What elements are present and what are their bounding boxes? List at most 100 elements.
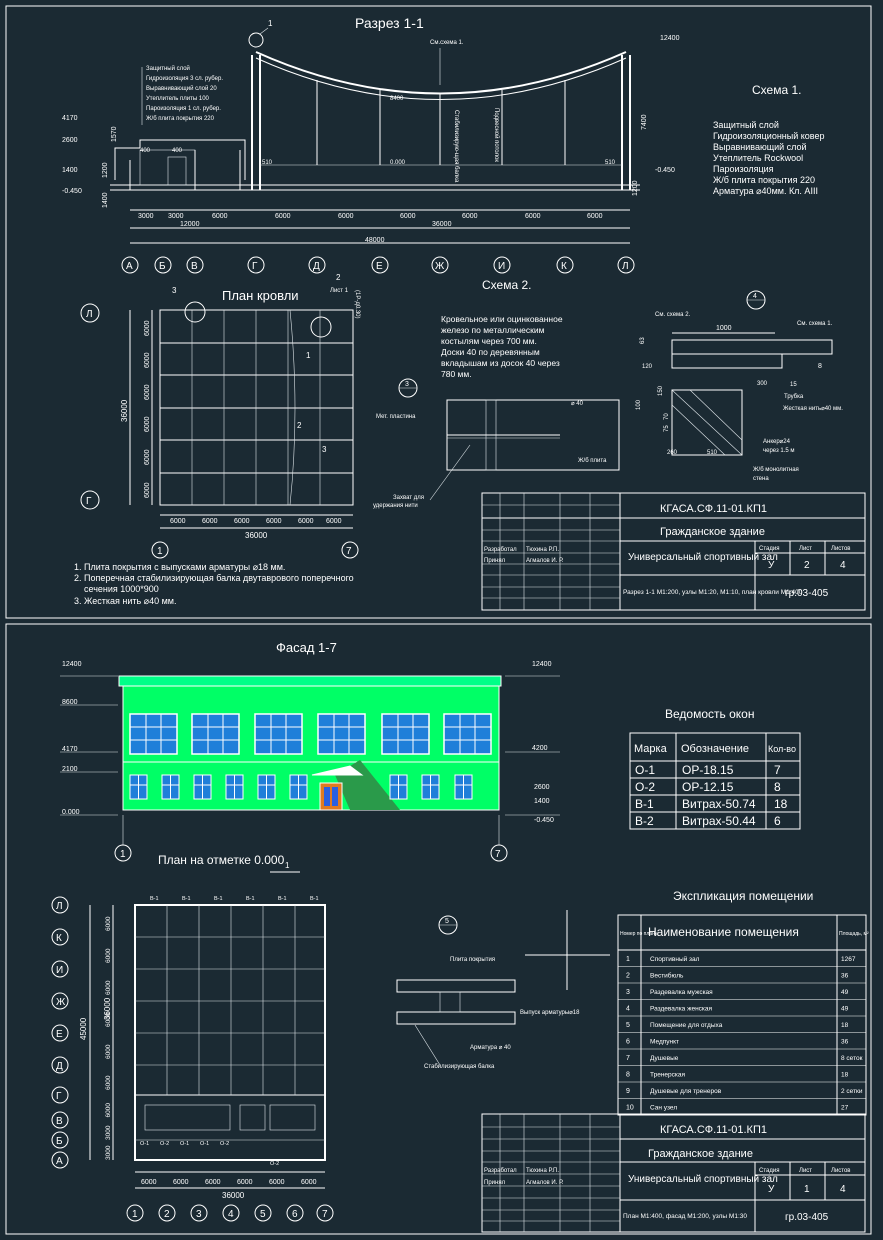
note-0: 1. Плита покрытия с выпусками арматуры ⌀… — [74, 562, 285, 572]
note-1: 2. Поперечная стабилизирующая балка двут… — [74, 573, 354, 583]
ceiling-label: Подвесной потолок — [493, 108, 500, 162]
stamp2-sheets-h: Листов — [831, 1168, 851, 1174]
stamp2-name-1: Агмалов И. Р. — [526, 1180, 564, 1186]
plan-drawing: 1 — [134, 861, 326, 1161]
plan-axis-bubble — [316, 1204, 334, 1222]
plan-axis-bottom-5: 6 — [292, 1209, 298, 1220]
windows-mark-2: В-1 — [635, 797, 654, 811]
node4-label-19: 8 — [818, 363, 822, 370]
node5-label-0: Плита покрытия — [450, 957, 495, 963]
explication-title: Экспликация помещении — [673, 889, 813, 903]
node3-label-d40: ⌀ 40 — [571, 401, 584, 407]
stamp1-content: Разрез 1-1 М1:200, узлы М1:20, М1:10, пл… — [623, 589, 803, 596]
facade-elev-1: 8600 — [62, 699, 78, 706]
scheme2-line-5: 780 мм. — [441, 369, 472, 379]
facade-window-lower — [289, 774, 308, 800]
plan-span-h-0: 6000 — [141, 1179, 157, 1186]
elev-12400: 12400 — [660, 35, 680, 42]
roof-total-v: 36000 — [120, 399, 129, 422]
windows-mark-0: О-1 — [635, 763, 655, 777]
expl-area-5: 36 — [841, 1039, 849, 1046]
expl-name-9: Сан узел — [650, 1105, 677, 1112]
roof-span-v5: 6000 — [144, 482, 151, 498]
expl-h-1: Наименование помещения — [648, 925, 799, 939]
roof-axis-1: 1 — [157, 546, 163, 557]
facade-elev-6: 4200 — [532, 745, 548, 752]
elev-8400: 8400 — [390, 96, 404, 102]
windows-mark-3: В-2 — [635, 814, 654, 828]
roof-marker-2: 2 — [336, 273, 341, 282]
axis-V: В — [191, 261, 198, 272]
roof-axes: Л Г 1 7 — [80, 303, 359, 559]
node4-label-11: стена — [753, 476, 769, 482]
facade-door — [319, 782, 343, 811]
scheme1-layer-2: Выравнивающий слой — [713, 142, 807, 152]
node4-label-0: См. схема 2. — [655, 312, 691, 318]
axis-G: Г — [252, 261, 258, 272]
windows-qty-3: 6 — [774, 814, 781, 828]
stamp1-sheet-h: Лист — [799, 546, 812, 552]
plan-span-v-0: 6000 — [105, 916, 112, 931]
expl-num-1: 2 — [626, 973, 630, 980]
expl-area-7: 18 — [841, 1072, 849, 1079]
windows-desig-2: Витрах-50.74 — [682, 797, 756, 811]
plan-mark-0: В-1 — [150, 896, 159, 902]
expl-name-0: Спортивный зал — [650, 955, 700, 963]
stamp-sheet1: КГАСА.СФ.11-01.КП1 Гражданское здание Ун… — [481, 492, 866, 611]
node4-label-17: 100 — [636, 399, 642, 410]
explication-table: Номер по плану Наименование помещения Пл… — [617, 914, 869, 1116]
plan-span-h-1: 6000 — [173, 1179, 189, 1186]
svg-text:1: 1 — [285, 861, 290, 870]
elev-1570: 1570 — [111, 126, 118, 142]
scheme2-line-2: костылям через 700 мм. — [441, 336, 537, 346]
roof-marker-1: 1 — [306, 351, 311, 360]
span-0: 3000 — [138, 213, 154, 220]
roof-span-h5: 6000 — [326, 518, 342, 525]
windows-title: Ведомость окон — [665, 707, 754, 721]
span-1: 3000 — [168, 213, 184, 220]
stamp2-sheet-h: Лист — [799, 1168, 812, 1174]
section-label-1: Гидроизоляция 3 сл. рубер. — [146, 76, 223, 82]
plan-axis-bubble — [51, 896, 69, 914]
windows-qty-1: 8 — [774, 780, 781, 794]
plan-axis-bottom-4: 5 — [260, 1209, 266, 1220]
windows-h-0: Марка — [634, 743, 668, 755]
stamp1-building: Гражданское здание — [660, 526, 765, 538]
expl-num-6: 7 — [626, 1055, 630, 1062]
expl-name-2: Раздевалка мужская — [650, 989, 713, 996]
span-8: 6000 — [587, 213, 603, 220]
plan-mark-4: В-1 — [278, 896, 287, 902]
windows-h-2: Кол-во — [768, 744, 796, 754]
roof-span-v0: 6000 — [144, 320, 151, 336]
stamp1-stage: У — [768, 560, 775, 571]
note-2: сечения 1000*900 — [74, 584, 159, 594]
plan-axis-left-7: В — [56, 1116, 63, 1127]
section-axes: А Б В Г Д Е Ж И К Л — [121, 256, 635, 274]
plan-span-h-4: 6000 — [269, 1179, 285, 1186]
section-layer-labels: Защитный слой Гидроизоляция 3 сл. рубер.… — [146, 65, 223, 122]
stamp1-sheets: 4 — [840, 560, 846, 571]
expl-area-8: 2 сетки — [841, 1088, 863, 1095]
scheme2-line-3: Доски 40 по деревянным — [441, 347, 540, 357]
node5-label-3: Стабилизирующая балка — [424, 1064, 495, 1070]
plan-axis-bottom-3: 4 — [228, 1209, 234, 1220]
section-label-5: Ж/б плита покрытия 220 — [146, 116, 215, 122]
span-4: 6000 — [338, 213, 354, 220]
roof-total-h: 36000 — [245, 531, 268, 540]
axis-D: Д — [313, 261, 320, 272]
plan-axis-bubble — [126, 1204, 144, 1222]
roof-span-v3: 6000 — [144, 416, 151, 432]
stamp2-role-0: Разработал — [484, 1168, 517, 1174]
plan-span-v-6: 6000 — [105, 1103, 112, 1118]
expl-num-8: 9 — [626, 1088, 630, 1095]
node5-detail: 5 Плита покрытия Выпуск арматуры⌀18 Арма… — [396, 910, 610, 1070]
elev-0000: 0.000 — [390, 160, 406, 166]
plan-mark-9: О-1 — [200, 1141, 209, 1147]
span-6: 6000 — [462, 213, 478, 220]
plan-axis-bubble — [51, 1111, 69, 1129]
total-48000: 48000 — [365, 237, 385, 244]
node5-label-2: Арматура ⌀ 40 — [470, 1045, 511, 1051]
windows-h-1: Обозначение — [681, 743, 749, 755]
